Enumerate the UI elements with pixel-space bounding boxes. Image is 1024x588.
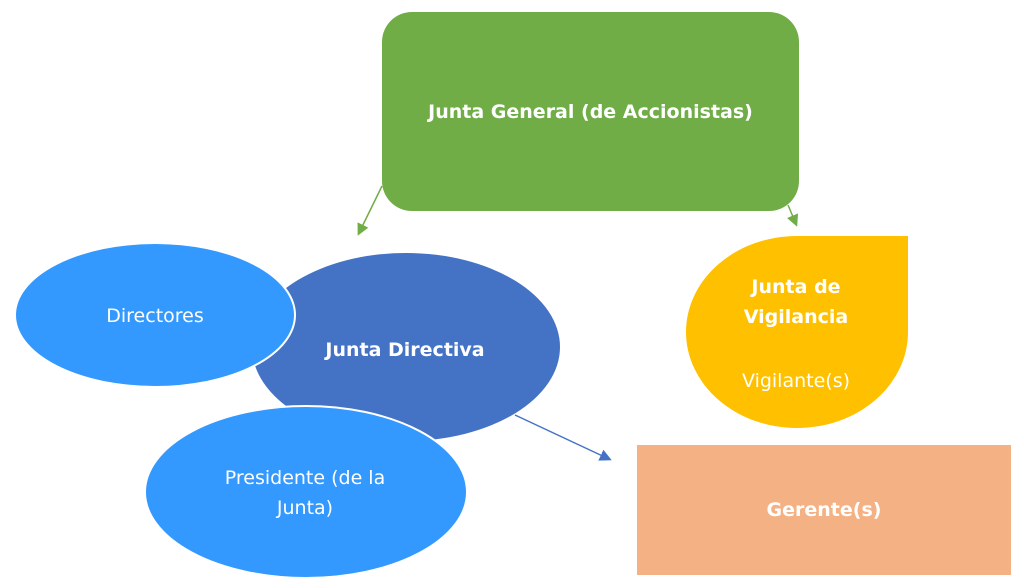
junta-directiva-label: Junta Directiva — [325, 339, 485, 361]
junta-general-box[interactable] — [382, 12, 799, 211]
arrow-directiva-to-gerente — [514, 414, 612, 461]
arrow-general-to-vigilancia — [786, 204, 799, 227]
junta-general-label: Junta General (de Accionistas) — [428, 100, 753, 123]
vigilantes-label: Vigilante(s) — [741, 370, 851, 392]
directores-ellipse[interactable] — [14, 242, 296, 388]
presidente-ellipse[interactable] — [144, 405, 468, 579]
gerente-box[interactable] — [637, 445, 1011, 575]
directores-label: Directores — [106, 305, 204, 327]
junta-vigilancia-shape[interactable] — [686, 236, 908, 428]
gerente-label: Gerente(s) — [766, 499, 882, 521]
presidente-label: Presidente (de la Junta) — [224, 467, 386, 519]
junta-directiva-ellipse[interactable] — [252, 253, 560, 441]
arrow-general-to-directiva — [357, 185, 383, 236]
junta-vigilancia-label: Junta de Vigilancia — [743, 276, 849, 328]
